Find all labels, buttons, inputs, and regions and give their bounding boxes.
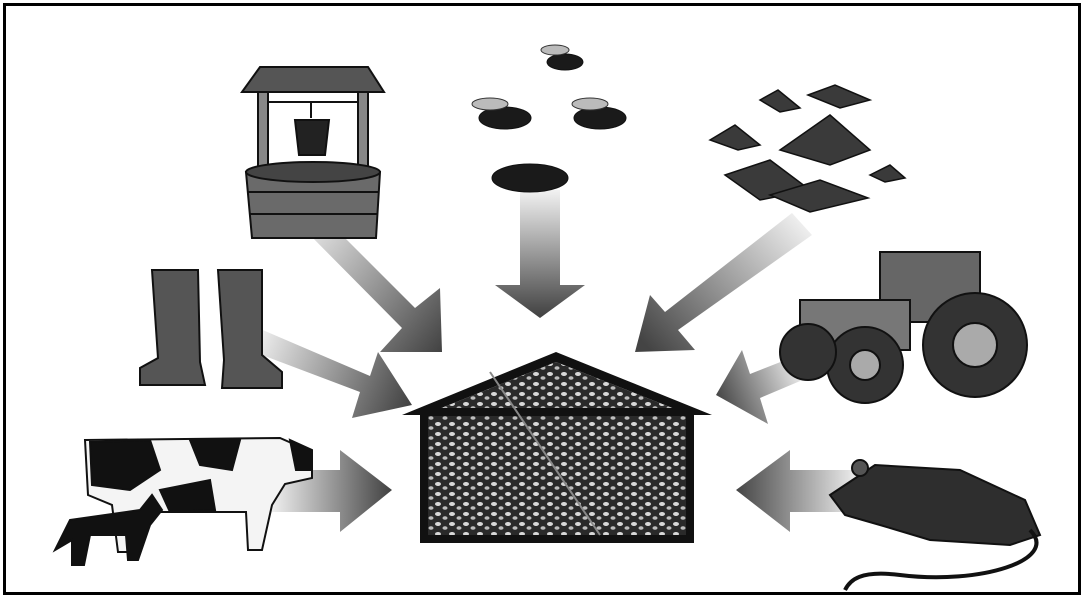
tractor-icon (780, 252, 1027, 403)
cow-and-dog-icon (55, 438, 312, 565)
arrow-birds-to-house (635, 213, 812, 352)
rubber-boots-icon (140, 270, 282, 388)
rat-icon (830, 460, 1040, 590)
arrow-flies-to-house (495, 190, 585, 318)
wild-birds-icon (710, 85, 905, 212)
water-well-icon (242, 67, 384, 238)
flies-beetle-icon (472, 45, 626, 192)
poultry-house-icon (402, 352, 712, 539)
